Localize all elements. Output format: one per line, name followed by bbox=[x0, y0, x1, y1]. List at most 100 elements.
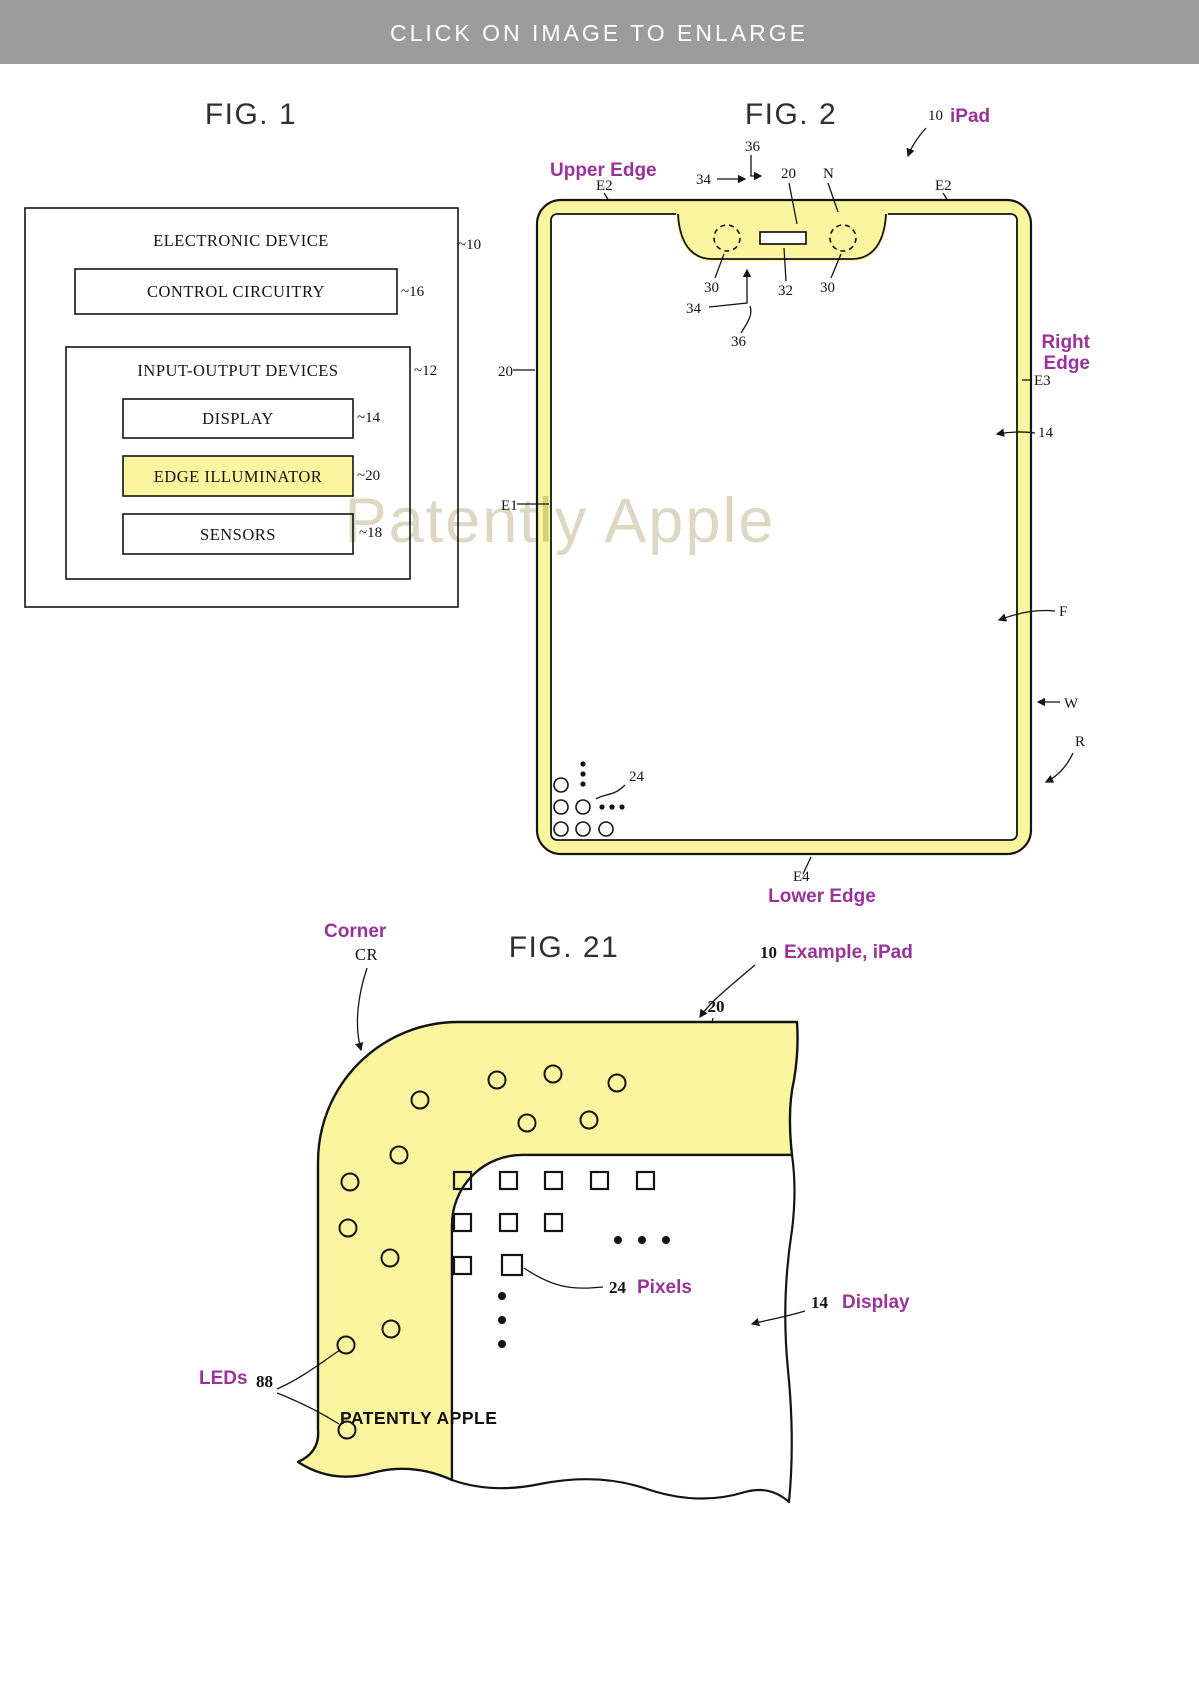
speaker-slot bbox=[759, 231, 807, 245]
pixel-square bbox=[543, 1212, 564, 1233]
display-arrow bbox=[750, 1310, 806, 1327]
leds-leader-1 bbox=[276, 1349, 341, 1390]
fig1-title: FIG. 1 bbox=[205, 98, 297, 131]
pixel-square bbox=[589, 1170, 610, 1191]
dot bbox=[498, 1316, 506, 1324]
ref-20-top-leader bbox=[788, 182, 798, 225]
fig2-ipad-diagram: FIG. 2 10 iPad Upper Edge E2 E2 36 34 20… bbox=[498, 98, 1091, 907]
pixel-square-highlighted bbox=[500, 1253, 524, 1277]
ref-36-top-leader bbox=[750, 155, 763, 181]
patently-apple-footer: PATENTLY APPLE bbox=[340, 1408, 497, 1428]
e2-left-label: E2 bbox=[596, 178, 613, 194]
led-circle bbox=[389, 1145, 409, 1165]
ref-12: ~12 bbox=[414, 363, 437, 379]
led-circle bbox=[340, 1172, 360, 1192]
ref-20-top: 20 bbox=[781, 166, 796, 182]
dot bbox=[662, 1236, 670, 1244]
banner-text: CLICK ON IMAGE TO ENLARGE bbox=[390, 20, 808, 46]
pixel-square bbox=[452, 1170, 473, 1191]
pixel-squares bbox=[452, 1170, 670, 1348]
dot bbox=[609, 804, 615, 810]
ref-n: N bbox=[823, 166, 834, 182]
ref-f: F bbox=[1059, 604, 1067, 620]
pixel-circle bbox=[553, 777, 569, 793]
upper-edge-label: Upper Edge bbox=[550, 160, 657, 181]
ref-24: 24 bbox=[609, 1278, 627, 1297]
dot bbox=[614, 1236, 622, 1244]
ref-36-bottom: 36 bbox=[731, 334, 747, 350]
pixel-square bbox=[635, 1170, 656, 1191]
ref-10: 10 bbox=[928, 108, 943, 124]
pixel-dot-cluster: 24 bbox=[553, 761, 645, 837]
control-circuitry-label: CONTROL CIRCUITRY bbox=[147, 282, 325, 301]
e4-leader bbox=[802, 856, 812, 875]
ref-24-leader bbox=[595, 784, 626, 800]
watermark: Patently Apple bbox=[345, 486, 776, 556]
fig21-corner-diagram: Corner CR FIG. 21 10 Example, iPad 20 bbox=[199, 921, 913, 1504]
ref-18: ~18 bbox=[359, 525, 382, 541]
pixel-square bbox=[543, 1170, 564, 1191]
e3-label: E3 bbox=[1034, 373, 1051, 389]
led-circle bbox=[338, 1218, 358, 1238]
led-circle bbox=[517, 1113, 537, 1133]
dot bbox=[599, 804, 605, 810]
pixel-square bbox=[498, 1170, 519, 1191]
ref-14: 14 bbox=[811, 1293, 829, 1312]
ref-20-left: 20 bbox=[498, 364, 513, 380]
ipad-leader-arrow bbox=[906, 127, 927, 158]
display-region bbox=[450, 1153, 796, 1504]
ref-14-arrow bbox=[995, 428, 1036, 437]
dot bbox=[498, 1292, 506, 1300]
e4-label: E4 bbox=[793, 869, 810, 885]
pixel-square bbox=[452, 1212, 473, 1233]
edge-illuminator-band bbox=[296, 1020, 799, 1482]
pixel-circle bbox=[575, 821, 591, 837]
ref-36-bottom-leader bbox=[740, 305, 752, 334]
ref-32: 32 bbox=[778, 283, 793, 299]
led-circle bbox=[543, 1064, 563, 1084]
led-circle bbox=[579, 1110, 599, 1130]
ref-24-leader bbox=[523, 1267, 604, 1289]
fig21-title: FIG. 21 bbox=[509, 931, 620, 964]
example-arrow bbox=[699, 964, 756, 1019]
ref-10: 10 bbox=[760, 943, 777, 962]
ref-30-left: 30 bbox=[704, 280, 719, 296]
ref-16: ~16 bbox=[401, 284, 425, 300]
led-circle bbox=[607, 1073, 627, 1093]
ipad-label: iPad bbox=[950, 106, 990, 127]
cr-label: CR bbox=[355, 945, 378, 964]
fig2-title: FIG. 2 bbox=[745, 98, 837, 131]
ref-32-leader bbox=[783, 247, 787, 282]
electronic-device-label: ELECTRONIC DEVICE bbox=[153, 231, 329, 250]
led-circle bbox=[380, 1248, 400, 1268]
ref-10: ~10 bbox=[458, 237, 481, 253]
right-edge-label-2: Edge bbox=[1044, 353, 1090, 374]
pixel-circle bbox=[575, 799, 591, 815]
pixel-square bbox=[498, 1212, 519, 1233]
pixel-circle bbox=[553, 799, 569, 815]
ref-24: 24 bbox=[629, 769, 645, 785]
ref-n-leader bbox=[827, 182, 839, 213]
banner-bar bbox=[0, 0, 1199, 64]
dot bbox=[580, 771, 586, 777]
leds-leader-2 bbox=[276, 1392, 340, 1425]
ref-36-top: 36 bbox=[745, 139, 761, 155]
pixel-circle bbox=[553, 821, 569, 837]
banner: CLICK ON IMAGE TO ENLARGE bbox=[0, 0, 1199, 64]
ref-r: R bbox=[1075, 734, 1085, 750]
ref-w: W bbox=[1064, 696, 1079, 712]
lower-edge-label: Lower Edge bbox=[768, 886, 876, 907]
e2-right-label: E2 bbox=[935, 178, 952, 194]
pixel-circle bbox=[598, 821, 614, 837]
ref-30-right-leader bbox=[830, 253, 842, 279]
camera-dashed-circle-left bbox=[713, 224, 741, 252]
pixel-square bbox=[452, 1255, 473, 1276]
corner-arrow bbox=[354, 967, 368, 1052]
example-ipad-label: Example, iPad bbox=[784, 942, 913, 963]
right-edge-label-1: Right bbox=[1041, 332, 1090, 353]
e1-label: E1 bbox=[501, 498, 518, 514]
ref-20: 20 bbox=[708, 997, 725, 1016]
edge-illuminator-box bbox=[122, 455, 354, 497]
